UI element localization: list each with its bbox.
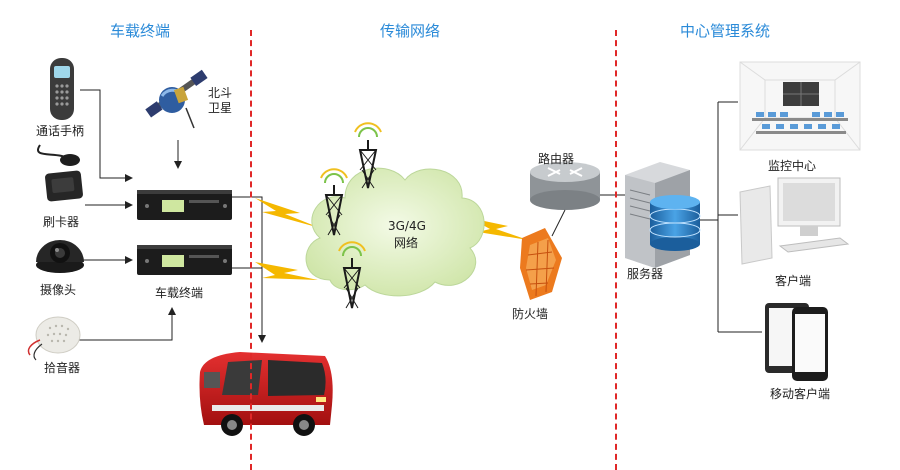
client-pc-icon (739, 177, 850, 265)
card-reader-icon (37, 144, 83, 202)
left-connectors (70, 89, 266, 343)
label-camera: 摄像头 (40, 283, 77, 297)
terminal-device-1 (137, 190, 232, 220)
router-icon (530, 162, 600, 210)
label-handset: 通话手柄 (36, 124, 85, 138)
database-icon (649, 195, 701, 251)
label-cloud-line2: 网络 (394, 236, 419, 250)
section-title-transport: 传输网络 (380, 22, 441, 40)
router-firewall-link (551, 209, 566, 237)
satellite-icon (145, 69, 208, 129)
divider-right (615, 30, 617, 470)
label-card-reader: 刷卡器 (43, 215, 80, 229)
label-satellite: 北斗 卫星 (208, 86, 233, 115)
divider-left (250, 30, 252, 470)
label-firewall: 防火墙 (512, 307, 549, 321)
label-router: 路由器 (538, 152, 575, 166)
mobile-devices-icon (765, 303, 828, 381)
tower-bottom-icon (338, 241, 366, 309)
bus-icon (199, 352, 333, 436)
label-client: 客户端 (775, 274, 812, 288)
firewall-icon (520, 228, 562, 300)
network-cloud-icon (305, 167, 485, 297)
right-connectors (700, 101, 762, 333)
terminal-device-2 (137, 245, 232, 275)
handset-icon (50, 58, 74, 120)
tower-top-icon (354, 122, 382, 189)
label-cloud-line1: 3G/4G (388, 219, 426, 233)
section-title-center: 中心管理系统 (680, 22, 771, 40)
label-mobile: 移动客户端 (770, 387, 831, 401)
lightning-left-upper (255, 198, 320, 228)
lightning-left-lower (255, 262, 318, 280)
label-monitor: 监控中心 (768, 159, 817, 173)
tower-left-icon (320, 168, 348, 236)
camera-icon (36, 240, 84, 273)
label-terminal: 车载终端 (155, 286, 204, 300)
label-server: 服务器 (627, 267, 664, 281)
microphone-icon (27, 316, 81, 361)
section-title-vehicle: 车载终端 (110, 22, 171, 40)
label-microphone: 拾音器 (44, 361, 81, 375)
monitoring-center-icon (739, 61, 861, 151)
